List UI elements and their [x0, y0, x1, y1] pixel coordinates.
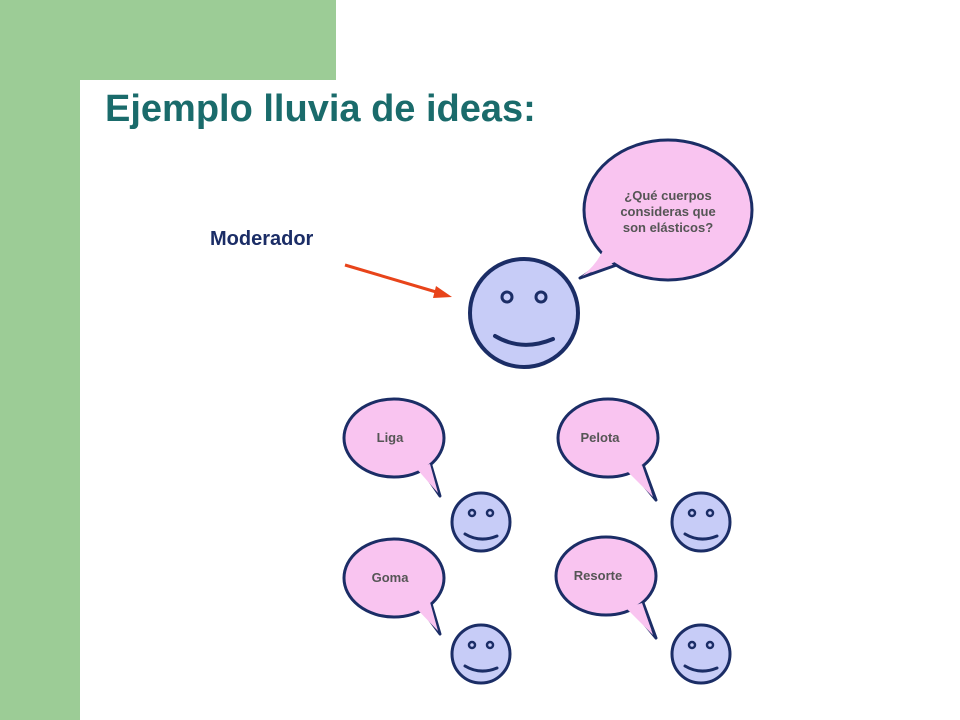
liga-speech-bubble	[342, 397, 446, 498]
pelota-speech-bubble	[556, 397, 660, 502]
goma-speech-bubble	[342, 537, 446, 636]
liga-smiley-icon	[450, 491, 512, 553]
moderator-smiley-icon	[468, 257, 580, 369]
answer-goma: Goma	[371, 569, 409, 585]
answer-resorte: Resorte	[573, 567, 623, 583]
pelota-smiley-icon	[670, 491, 732, 553]
top-green-band	[0, 0, 336, 80]
question-speech-bubble	[578, 138, 754, 282]
rounded-corner	[80, 80, 336, 160]
goma-smiley-icon	[450, 623, 512, 685]
pointer-arrow-icon	[344, 263, 452, 298]
sidebar-green-band	[0, 0, 80, 720]
moderator-label: Moderador	[210, 228, 314, 250]
resorte-smiley-icon	[670, 623, 732, 685]
answer-pelota: Pelota	[580, 429, 620, 445]
resorte-speech-bubble	[554, 535, 658, 640]
answer-liga: Liga	[376, 429, 404, 445]
slide-title: Ejemplo lluvia de ideas:	[105, 88, 536, 130]
question-text: ¿Qué cuerpos consideras que son elástico…	[620, 187, 716, 236]
